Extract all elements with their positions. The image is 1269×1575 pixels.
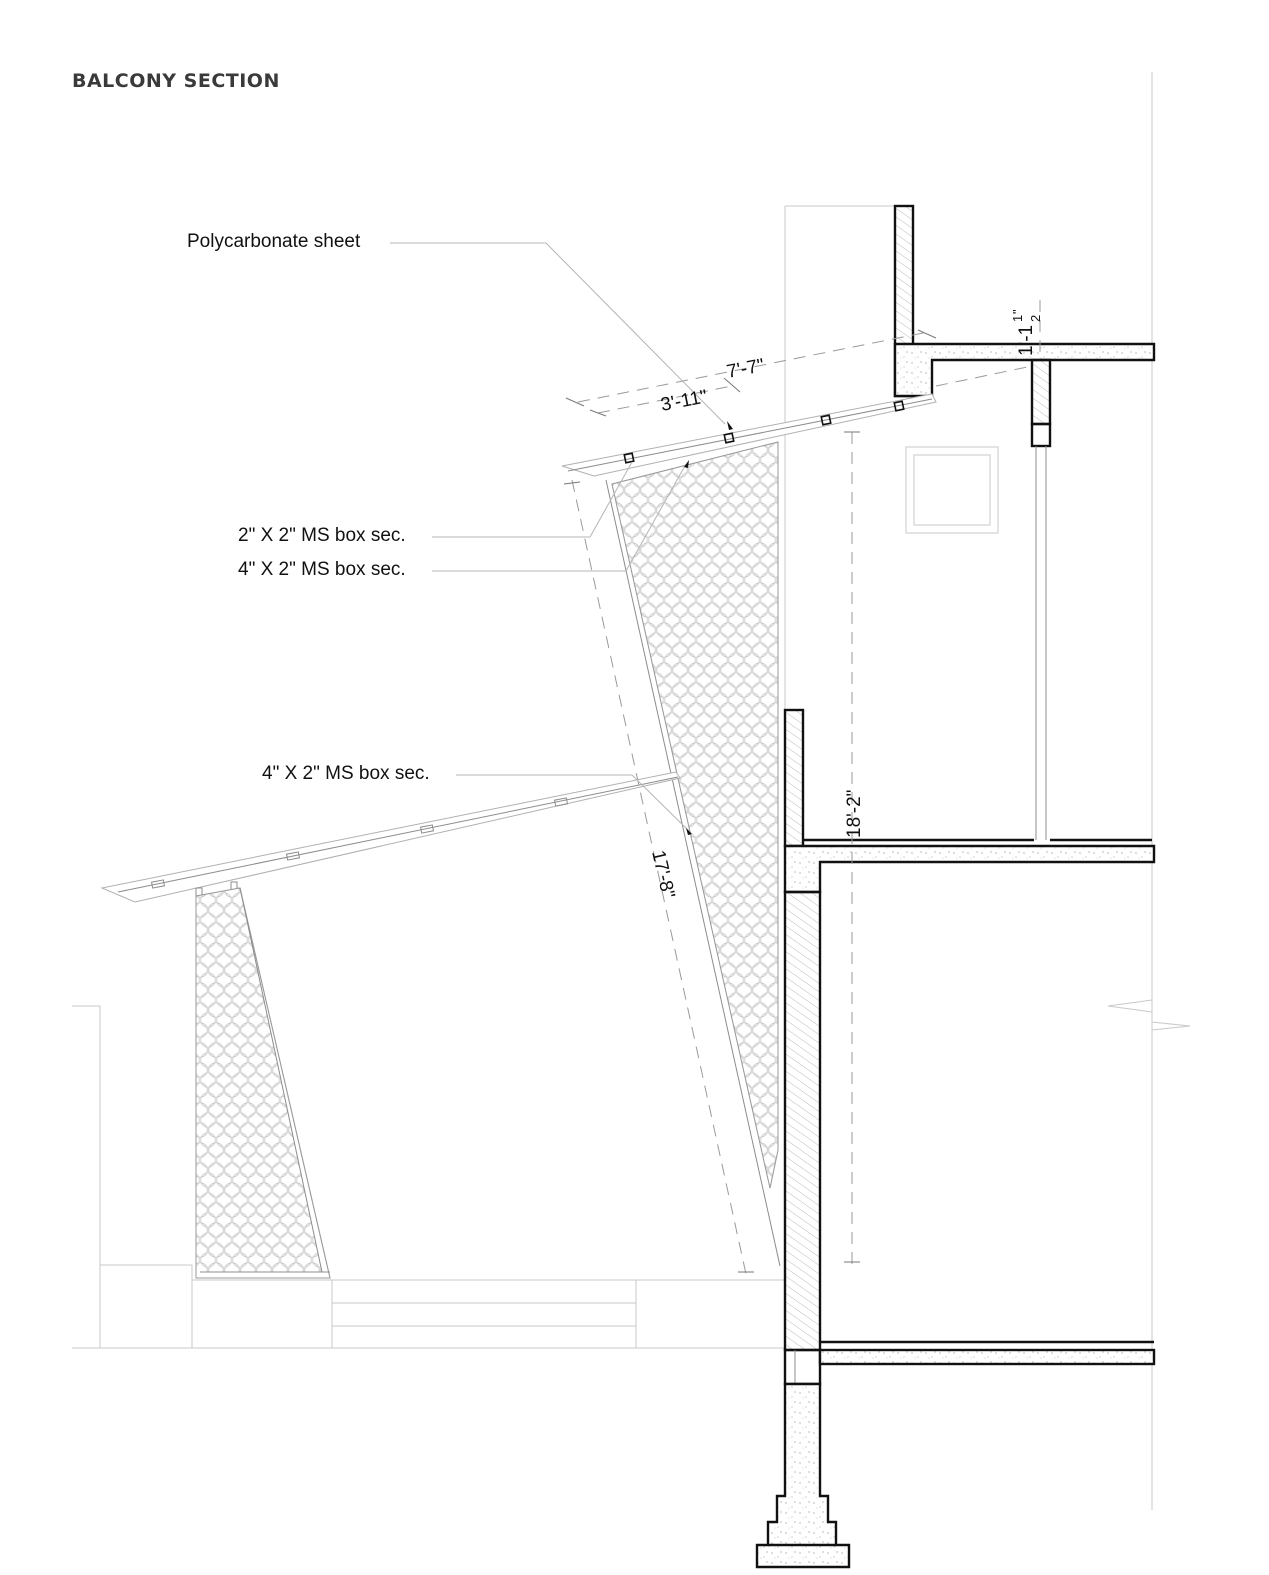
annotation-2x2-box-section: 2" X 2" MS box sec. [238, 525, 406, 546]
dimension-7ft-7in: 7'-7" [725, 355, 766, 383]
dimension-3ft-11in: 3'-11" [659, 386, 709, 416]
upper-slab [893, 342, 1156, 398]
dimension-1ft-1-value: 1'-1 [1016, 325, 1037, 356]
upper-canopy [561, 393, 937, 477]
middle-floor-slab [783, 838, 1156, 894]
dimension-18ft-2in: 18'-2" [844, 790, 865, 838]
annotation-4x2-box-section-lower: 4" X 2" MS box sec. [262, 763, 430, 784]
window-opening [905, 446, 999, 534]
middle-parapet [783, 708, 805, 848]
annotation-polycarbonate-sheet: Polycarbonate sheet [187, 231, 361, 252]
ground-floor-slab [818, 1340, 1156, 1366]
foundation-footing [755, 1382, 851, 1569]
dimension-inch-mark: " [1010, 309, 1025, 314]
window-frame-upper [1030, 358, 1052, 840]
leader-lines [390, 242, 733, 835]
dimension-lines [563, 300, 1041, 1275]
lower-canopy [100, 771, 681, 903]
dimension-1ft-1-half-in: 1'-1 1 2 " [1010, 309, 1043, 356]
dimension-fraction-numerator: 1 [1010, 315, 1025, 322]
annotation-4x2-box-section-upper: 4" X 2" MS box sec. [238, 559, 406, 580]
page-title: BALCONY SECTION [72, 70, 280, 92]
lower-screen-panel [195, 887, 331, 1279]
upper-screen-panel [605, 441, 781, 1267]
main-wall [783, 890, 822, 1386]
dimension-fraction-denominator: 2 [1028, 315, 1043, 322]
building-outline [72, 72, 1191, 1510]
dimension-17ft-8in: 17'-8" [647, 848, 678, 900]
